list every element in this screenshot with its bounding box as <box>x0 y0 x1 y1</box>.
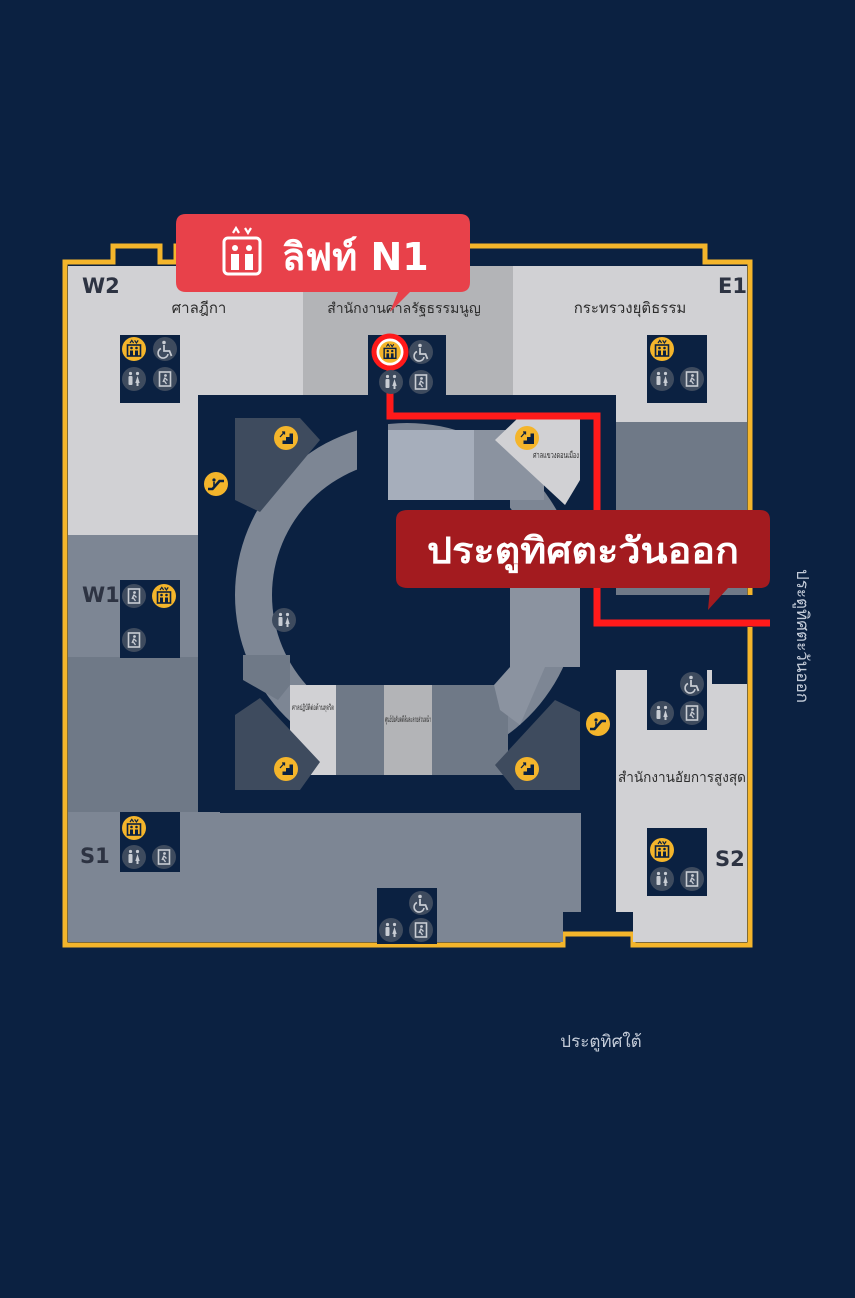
emergency-exit-icon <box>679 366 705 392</box>
wheelchair-icon <box>408 890 434 916</box>
restroom-icon <box>650 367 674 391</box>
room-label-corruption-court: ศาลปฏิบัติต่อต้านทุจริต <box>292 703 334 712</box>
emergency-exit-icon <box>408 917 434 943</box>
wheelchair-icon <box>408 339 434 365</box>
room-west-lower <box>68 657 198 812</box>
room-s1 <box>68 812 220 942</box>
emergency-exit-icon <box>121 583 147 609</box>
restroom-icon <box>122 367 146 391</box>
zone-label-w2: W2 <box>82 274 120 298</box>
room-label-execution-center: ศูนย์บังคับคดีล้มละลายส่วนหน้า <box>385 714 431 725</box>
restroom-icon <box>379 370 403 394</box>
room-label-supreme-court: ศาลฎีกา <box>172 299 227 317</box>
wheelchair-icon <box>679 671 705 697</box>
escalator-icon <box>202 470 230 498</box>
emergency-exit-icon <box>679 700 705 726</box>
restroom-icon <box>650 701 674 725</box>
emergency-exit-icon <box>679 866 705 892</box>
zone-label-s2: S2 <box>715 847 745 871</box>
route-path <box>386 352 770 627</box>
emergency-exit-icon <box>152 366 178 392</box>
room-label-don-mueang-court: ศาลแขวงดอนเมือง <box>533 450 579 461</box>
restroom-icon <box>122 845 146 869</box>
restroom-icon <box>272 608 296 632</box>
room-label-constitutional-court-office: สำนักงานศาลรัฐธรรมนูญ <box>327 301 481 317</box>
restroom-icon <box>379 918 403 942</box>
wheelchair-icon <box>152 336 178 362</box>
zone-label-w1: W1 <box>82 583 120 607</box>
gate-label-south: ประตูทิศใต้ <box>560 1031 641 1052</box>
room-label-attorney-general: สำนักงานอัยการสูงสุด <box>618 770 746 786</box>
zone-label-s1: S1 <box>80 844 110 868</box>
elevator-icon <box>151 583 177 609</box>
room-label-ministry-of-justice: กระทรวงยุติธรรม <box>574 299 687 318</box>
restroom-icon <box>650 867 674 891</box>
elevator-icon <box>222 225 262 276</box>
destination-callout-label: ประตูทิศตะวันออก <box>427 531 739 574</box>
stairs-icon <box>273 756 299 782</box>
emergency-exit-icon <box>121 627 147 653</box>
lift-callout[interactable]: ลิฟท์ N1 <box>176 214 470 312</box>
stairs-icon <box>514 425 540 451</box>
escalator-icon <box>584 710 612 738</box>
elevator-icon <box>649 336 675 362</box>
elevator-icon <box>121 336 147 362</box>
room-south-hall <box>198 813 581 942</box>
zone-label-e1: E1 <box>718 274 747 298</box>
gate-label-east: ประตูทิศตะวันออก <box>792 569 812 703</box>
destination-callout[interactable]: ประตูทิศตะวันออก <box>396 510 770 610</box>
stairs-icon <box>273 425 299 451</box>
emergency-exit-icon <box>151 844 177 870</box>
room-supreme-court <box>68 266 303 535</box>
elevator-icon <box>649 837 675 863</box>
elevator-icon <box>121 815 147 841</box>
lift-callout-label: ลิฟท์ N1 <box>282 235 429 279</box>
emergency-exit-icon <box>408 369 434 395</box>
stairs-icon <box>514 756 540 782</box>
